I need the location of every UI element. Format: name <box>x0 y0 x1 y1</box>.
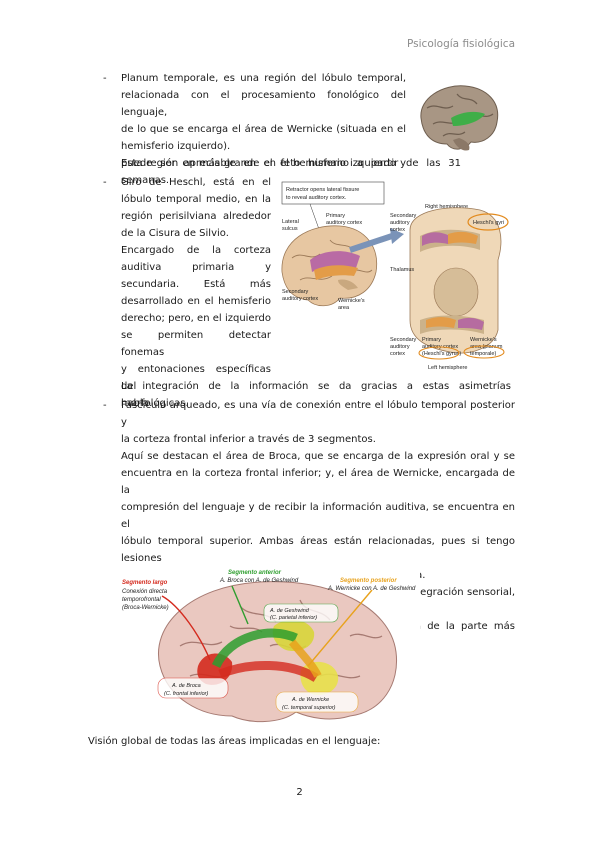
text-line: y entonaciones específicas del <box>121 364 271 392</box>
label-segmento-anterior-desc: A. Broca con A. de Geshwind <box>219 578 299 584</box>
text-line: derecho; pero, en el izquierdo <box>121 313 271 324</box>
label-primary-1: Primary <box>326 213 345 219</box>
label-left-hemisphere: Left hemisphere <box>428 365 467 371</box>
bullet-dash: - <box>103 177 107 188</box>
label-lateral-2: sulcus <box>282 226 298 232</box>
footer-text: Visión global de todas las áreas implica… <box>88 736 381 747</box>
text-line: La integración de la información se da g… <box>121 381 511 409</box>
label-geshwind: A. de Geshwind <box>269 608 310 614</box>
text-line: Fascículo arqueado, es una vía de conexi… <box>121 400 515 428</box>
label-lateral-1: Lateral <box>282 219 299 225</box>
label-wernicke-2: area <box>338 305 350 311</box>
text-line: hemisferio izquierdo). <box>121 141 231 152</box>
arcuate-figure: Segmento anterior A. Broca con A. de Ges… <box>120 566 420 724</box>
text-line: habla. <box>121 398 152 409</box>
text-line: región perisilviana alrededor <box>121 211 271 222</box>
paragraph-integracion: La integración de la información se da g… <box>121 378 511 412</box>
label-primary-2: auditory cortex <box>326 220 362 226</box>
label-wernicke-planum-2: area (planum <box>470 344 503 350</box>
text-line: Planum temporale, es una región del lóbu… <box>121 73 406 84</box>
label-thalamus: Thalamus <box>390 267 414 273</box>
label-segmento-largo: Segmento largo <box>122 580 168 586</box>
text-line: lóbulo temporal medio, en la <box>121 194 271 205</box>
label-wernicke: A. de Wernicke <box>291 697 329 703</box>
text-line: Giro de Heschl, está en el <box>121 177 271 188</box>
text-line: secundaria. Está más <box>121 279 271 290</box>
label-secondary-1: Secondary <box>282 289 309 295</box>
callout-line-1: Retractor opens lateral fissure <box>286 187 359 193</box>
label-broca: A. de Broca <box>171 683 201 689</box>
label-primary-bottom-3: (Heschl's gyrus) <box>422 351 461 357</box>
heschl-top-highlight <box>467 213 509 231</box>
text-line: compresión del lenguaje y de recibir la … <box>121 502 515 530</box>
bullet-dash: - <box>103 400 107 411</box>
text-line: puede ser apreciable en el feto humano a… <box>121 158 461 186</box>
label-segmento-largo-3: (Broca-Wernicke) <box>122 605 169 611</box>
label-wernicke-planum-1: Wernicke's <box>470 337 497 343</box>
label-wernicke-planum-3: temporale) <box>470 351 496 357</box>
label-segmento-posterior-desc: A. Wernicke con A. de Geshwind <box>327 586 416 592</box>
text-line: desarrollado en el hemisferio <box>121 296 271 307</box>
label-primary-bottom-1: Primary <box>422 337 441 343</box>
label-heschls-gyri: Heschl's gyri <box>473 220 504 226</box>
text-line: lóbulo temporal superior. Ambas áreas es… <box>121 536 515 564</box>
label-secondary-2: auditory cortex <box>282 296 318 302</box>
label-secondary-top-2: auditory <box>390 220 410 226</box>
text-line: relacionada con el procesamiento fonológ… <box>121 90 406 118</box>
bullet-dash: - <box>103 73 107 84</box>
page-number: 2 <box>296 787 303 798</box>
label-geshwind-desc: (C. parietal inferior) <box>270 615 317 621</box>
callout-line-2: to reveal auditory cortex. <box>286 195 347 201</box>
text-line: encuentra en la corteza frontal inferior… <box>121 468 515 496</box>
text-line: auditiva primaria y <box>121 262 271 273</box>
text-line: Encargado de la corteza <box>121 245 271 256</box>
label-segmento-largo-2: temporofrontal <box>122 597 161 603</box>
label-secondary-bottom-1: Secondary <box>390 337 417 343</box>
label-secondary-bottom-2: auditory <box>390 344 410 350</box>
paragraph-planum-end: puede ser apreciable en el feto humano a… <box>121 155 461 189</box>
text-line: Esta región en más grande en el hemisfer… <box>121 158 406 169</box>
brain-planum-image <box>413 78 503 156</box>
label-right-hemisphere: Right hemisphere <box>425 204 468 210</box>
label-secondary-top-1: Secondary <box>390 213 417 219</box>
text-line: se permiten detectar fonemas <box>121 330 271 358</box>
page-header: Psicología fisiológica <box>407 38 515 50</box>
heschl-figure: Retractor opens lateral fissure to revea… <box>280 180 510 376</box>
paragraph-heschl: Giro de Heschl, está en el lóbulo tempor… <box>121 174 271 412</box>
text-line: de la Cisura de Silvio. <box>121 228 229 239</box>
label-wernicke-desc: (C. temporal superior) <box>282 705 336 711</box>
text-line: Aquí se destacan el área de Broca, que s… <box>121 451 515 462</box>
heschl-bottom-highlight <box>418 346 460 360</box>
label-wernicke-1: Wernicke's <box>338 298 365 304</box>
planum-highlight <box>463 345 505 359</box>
label-segmento-largo-1: Conexión directa <box>122 589 168 595</box>
label-segmento-posterior: Segmento posterior <box>340 578 397 584</box>
label-segmento-anterior: Segmento anterior <box>228 570 282 576</box>
label-broca-desc: (C. frontal inferior) <box>164 691 208 697</box>
paragraph-planum: Planum temporale, es una región del lóbu… <box>121 70 406 172</box>
label-secondary-top-3: cortex <box>390 227 405 233</box>
label-secondary-bottom-3: cortex <box>390 351 405 357</box>
text-line: la corteza frontal inferior a través de … <box>121 434 376 445</box>
text-line: de lo que se encarga el área de Wernicke… <box>121 124 406 135</box>
